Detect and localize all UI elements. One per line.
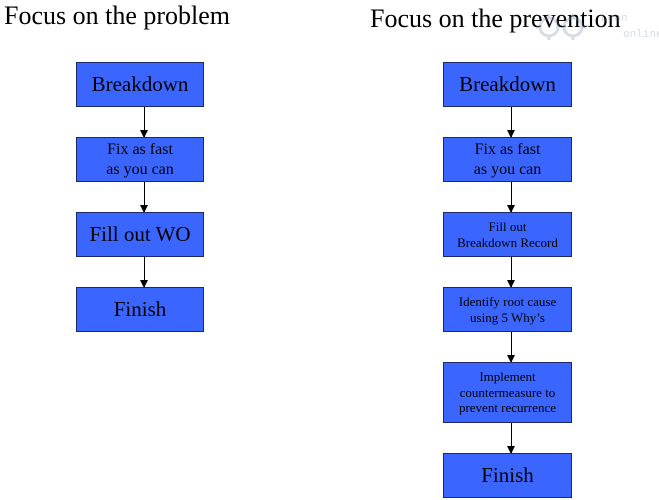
left-step-breakdown: Breakdown bbox=[76, 62, 204, 107]
left-arrow-2 bbox=[140, 182, 148, 213]
right-arrow-2 bbox=[507, 182, 515, 213]
right-step-fix-fast: Fix as fast as you can bbox=[443, 137, 572, 182]
left-step-fill-out-wo: Fill out WO bbox=[76, 212, 204, 257]
right-arrow-4 bbox=[507, 332, 515, 363]
watermark-text-online: online bbox=[623, 27, 659, 40]
title-focus-problem: Focus on the problem bbox=[4, 1, 231, 30]
right-arrow-1 bbox=[507, 107, 515, 138]
left-arrow-1 bbox=[140, 107, 148, 138]
right-arrow-5 bbox=[507, 423, 515, 454]
right-step-root-cause: Identify root cause using 5 Why’s bbox=[443, 287, 572, 332]
right-step-countermeasure: Implement countermeasure to prevent recu… bbox=[443, 362, 572, 423]
right-arrow-3 bbox=[507, 257, 515, 288]
left-step-finish: Finish bbox=[76, 287, 204, 332]
right-step-breakdown: Breakdown bbox=[443, 62, 572, 107]
title-focus-prevention: Focus on the prevention bbox=[370, 4, 621, 33]
left-arrow-3 bbox=[140, 257, 148, 288]
left-step-fix-fast: Fix as fast as you can bbox=[76, 137, 204, 182]
right-step-finish: Finish bbox=[443, 453, 572, 498]
right-step-breakdown-record: Fill out Breakdown Record bbox=[443, 212, 572, 257]
